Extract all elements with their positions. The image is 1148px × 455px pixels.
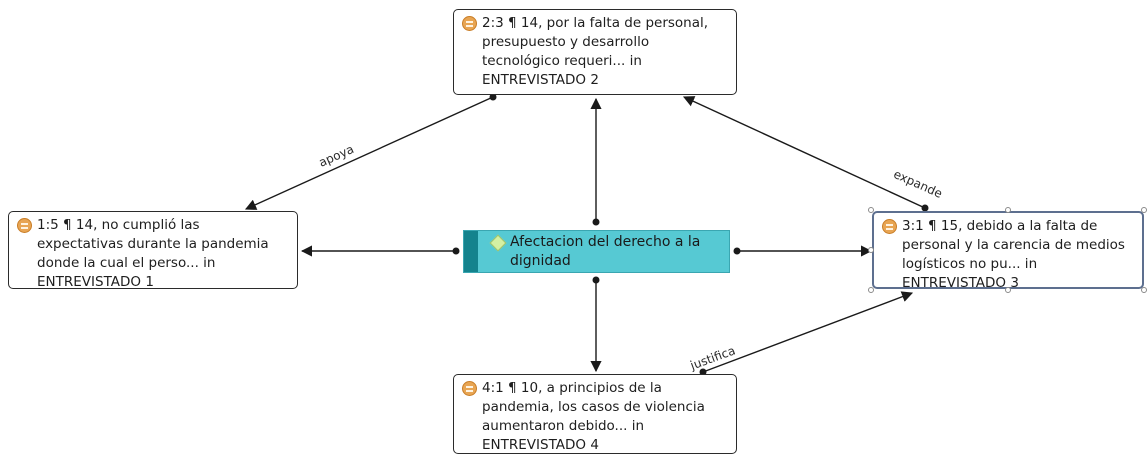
edge-code-n2-dot xyxy=(592,218,600,226)
quotation-reference: 1:5 ¶ 14, no cumplió las expectativas du… xyxy=(37,217,269,290)
edge-apoya[interactable] xyxy=(244,96,494,210)
quotation-icon xyxy=(462,16,477,31)
edge-apoya-start-dot xyxy=(489,93,497,101)
quotation-text: 4:1 ¶ 10, a principios de la pandemia, l… xyxy=(462,379,728,455)
quotation-node-2-3[interactable]: 2:3 ¶ 14, por la falta de personal, pres… xyxy=(453,9,737,95)
resize-handle-bottom-right[interactable] xyxy=(1141,287,1147,293)
code-color-stripe xyxy=(464,231,478,272)
edge-label-apoya: apoya xyxy=(317,142,356,170)
quotation-text: 1:5 ¶ 14, no cumplió las expectativas du… xyxy=(17,216,289,292)
quotation-reference: 3:1 ¶ 15, debido a la falta de personal … xyxy=(902,218,1125,291)
resize-handle-top-middle[interactable] xyxy=(1005,207,1011,213)
resize-handle-bottom-middle[interactable] xyxy=(1005,287,1011,293)
quotation-icon xyxy=(17,218,32,233)
quotation-node-4-1[interactable]: 4:1 ¶ 10, a principios de la pandemia, l… xyxy=(453,374,737,454)
code-label: Afectacion del derecho a la dignidad xyxy=(510,234,701,269)
edge-code-n3-dot xyxy=(733,247,741,255)
resize-handle-middle-left[interactable] xyxy=(868,247,874,253)
quotation-reference: 4:1 ¶ 10, a principios de la pandemia, l… xyxy=(482,380,705,453)
quotation-text: 3:1 ¶ 15, debido a la falta de personal … xyxy=(882,217,1134,293)
edge-code-n1-dot xyxy=(452,247,460,255)
quotation-node-1-5[interactable]: 1:5 ¶ 14, no cumplió las expectativas du… xyxy=(8,211,298,292)
edge-code-n4-dot xyxy=(592,276,600,284)
quotation-reference: 2:3 ¶ 14, por la falta de personal, pres… xyxy=(482,15,709,88)
code-text: Afectacion del derecho a la dignidad xyxy=(489,233,723,271)
resize-handle-top-left[interactable] xyxy=(868,207,874,213)
code-node-afectacion[interactable]: Afectacion del derecho a la dignidad xyxy=(463,230,730,273)
quotation-icon xyxy=(462,381,477,396)
quotation-node-3-1-selected[interactable]: 3:1 ¶ 15, debido a la falta de personal … xyxy=(872,211,1144,291)
edge-justifica[interactable] xyxy=(702,291,914,373)
code-diamond-icon xyxy=(489,234,507,252)
resize-handle-top-right[interactable] xyxy=(1141,207,1147,213)
edge-expande[interactable] xyxy=(682,96,926,209)
edge-justifica-start-dot xyxy=(699,368,707,376)
quotation-text: 2:3 ¶ 14, por la falta de personal, pres… xyxy=(462,14,728,90)
edge-expande-start-dot xyxy=(921,204,929,212)
resize-handle-bottom-left[interactable] xyxy=(868,287,874,293)
quotation-icon xyxy=(882,219,897,234)
